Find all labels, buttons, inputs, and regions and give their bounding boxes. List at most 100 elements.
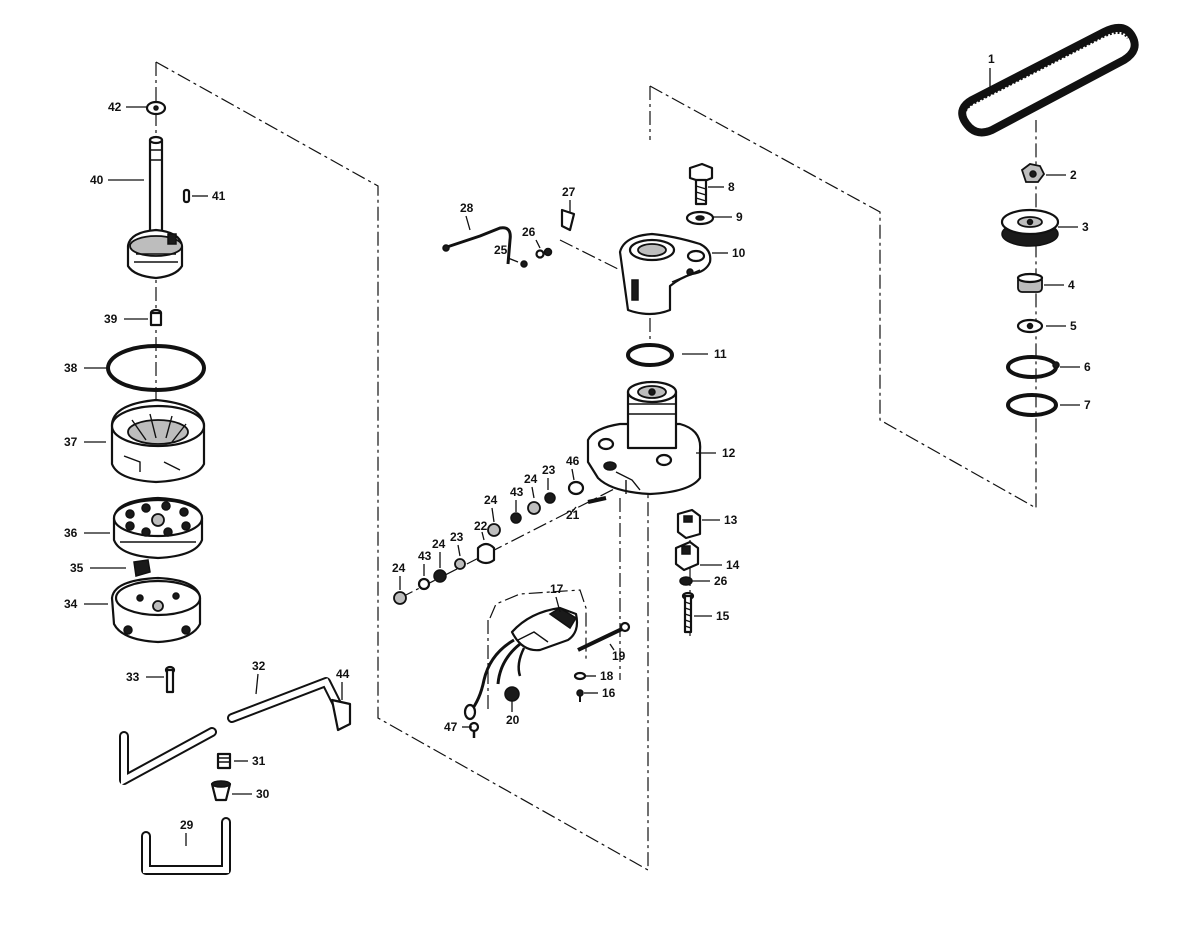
callout-number: 24: [524, 472, 538, 486]
u-hose: [141, 817, 231, 875]
o-ring: [626, 343, 674, 367]
callout-number: 15: [716, 609, 730, 623]
callout-number: 29: [180, 818, 194, 832]
callout-number: 38: [64, 361, 78, 375]
callout-number: 3: [1082, 220, 1089, 234]
callout-number: 40: [90, 173, 104, 187]
magnet-ring: [112, 496, 204, 560]
callout-leader: [457, 544, 461, 557]
callout-number: 36: [64, 526, 78, 540]
callout-number: 43: [510, 485, 524, 499]
callout-number: 9: [736, 210, 743, 224]
left-boundary-line: [155, 61, 649, 872]
callout-number: 21: [566, 508, 580, 522]
callout-leader: [491, 507, 495, 523]
right-boundary-line: [649, 85, 1037, 510]
callout-number: 24: [432, 537, 446, 551]
callout-number: 23: [450, 530, 464, 544]
wiring-harness: [463, 638, 526, 721]
terminal-block: [676, 508, 702, 540]
callout-number: 25: [494, 243, 508, 257]
callout-number: 37: [64, 435, 78, 449]
callout-number: 39: [104, 312, 118, 326]
nut: [1020, 163, 1046, 183]
flywheel-rotor: [110, 398, 206, 484]
callout-leader: [507, 257, 519, 263]
long-pin: [577, 621, 631, 652]
callout-number: 33: [126, 670, 140, 684]
hex-bolt: [688, 162, 714, 206]
base-plate: [110, 576, 202, 644]
seal-ring: [1006, 393, 1058, 417]
spacer-bushing: [1016, 272, 1044, 293]
callout-leader: [571, 468, 575, 481]
callout-number: 47: [444, 720, 458, 734]
grommet: [504, 686, 520, 702]
callout-number: 1: [988, 52, 995, 66]
callout-number: 30: [256, 787, 270, 801]
rotor-shaft: [126, 135, 184, 280]
callout-number: 35: [70, 561, 84, 575]
callout-leader: [555, 596, 561, 613]
callout-number: 31: [252, 754, 266, 768]
callout-leader: [481, 531, 485, 541]
callout-number: 19: [612, 649, 626, 663]
callout-number: 28: [460, 201, 474, 215]
callout-leader: [571, 506, 577, 513]
callout-leader: [255, 673, 259, 695]
screw-18: [573, 671, 587, 681]
pulley: [1000, 208, 1060, 247]
callout-number: 46: [566, 454, 580, 468]
link-axis-line: [559, 239, 621, 271]
callout-leader: [531, 486, 535, 499]
callout-number: 22: [474, 519, 488, 533]
callout-number: 10: [732, 246, 746, 260]
callout-number: 13: [724, 513, 738, 527]
bracket-outline-line: [489, 589, 587, 660]
callout-number: 27: [562, 185, 576, 199]
terminal-connector: [674, 540, 700, 572]
callout-number: 16: [602, 686, 616, 700]
callout-number: 14: [726, 558, 740, 572]
callout-number: 32: [252, 659, 266, 673]
callout-labels: 1234567891011121314151617181920212223232…: [64, 52, 1091, 846]
callout-number: 41: [212, 189, 226, 203]
ignition-wire: [442, 226, 512, 265]
bushing-35: [133, 559, 151, 577]
callout-number: 6: [1084, 360, 1091, 374]
washer: [1016, 318, 1044, 334]
retaining-ring: [1006, 355, 1060, 379]
callout-number: 20: [506, 713, 520, 727]
small-screws: [520, 247, 553, 268]
callout-number: 18: [600, 669, 614, 683]
mounting-arm: [618, 232, 712, 316]
callout-number: 17: [550, 582, 564, 596]
callout-number: 8: [728, 180, 735, 194]
timing-belt: [958, 23, 1139, 137]
callout-number: 26: [714, 574, 728, 588]
fastener-train: [393, 480, 607, 605]
callout-number: 2: [1070, 168, 1077, 182]
hose-elbow: [227, 677, 352, 732]
rotor-pin: [149, 308, 163, 327]
callout-number: 34: [64, 597, 78, 611]
callout-leader: [609, 643, 615, 651]
callout-leader: [465, 215, 471, 231]
top-washer: [145, 100, 167, 116]
callout-leader: [535, 239, 541, 249]
screw-47: [468, 721, 480, 738]
callout-number: 24: [392, 561, 406, 575]
callout-number: 12: [722, 446, 736, 460]
stator-housing: [586, 380, 702, 496]
callout-number: 5: [1070, 319, 1077, 333]
breaker-plate: [510, 606, 579, 652]
callout-number: 26: [522, 225, 536, 239]
lock-washer: [679, 576, 693, 586]
screw-33: [164, 665, 176, 694]
callout-number: 4: [1068, 278, 1075, 292]
rubber-boot: [210, 780, 232, 802]
long-screw: [681, 591, 695, 634]
screw-16: [576, 689, 584, 702]
